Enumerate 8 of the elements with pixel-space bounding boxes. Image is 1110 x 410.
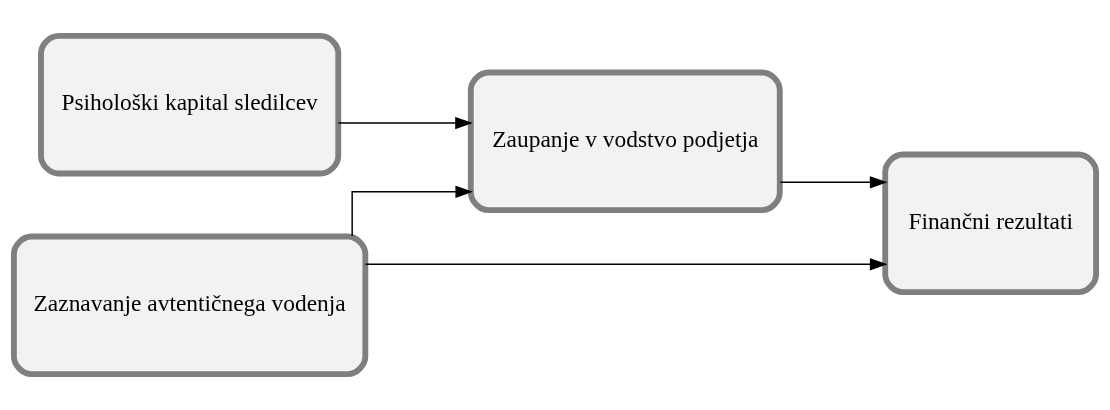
- node-box: Psihološki kapital sledilcev: [38, 32, 342, 177]
- node-box: Zaznavanje avtentičnega vodenja: [10, 233, 369, 378]
- arrow: [364, 258, 888, 271]
- node-box: Finančni rezultati: [882, 151, 1100, 296]
- arrow: [779, 176, 888, 189]
- arrow: [351, 185, 473, 237]
- node-box: Zaupanje v vodstvo podjetja: [467, 69, 783, 214]
- arrow: [337, 116, 473, 130]
